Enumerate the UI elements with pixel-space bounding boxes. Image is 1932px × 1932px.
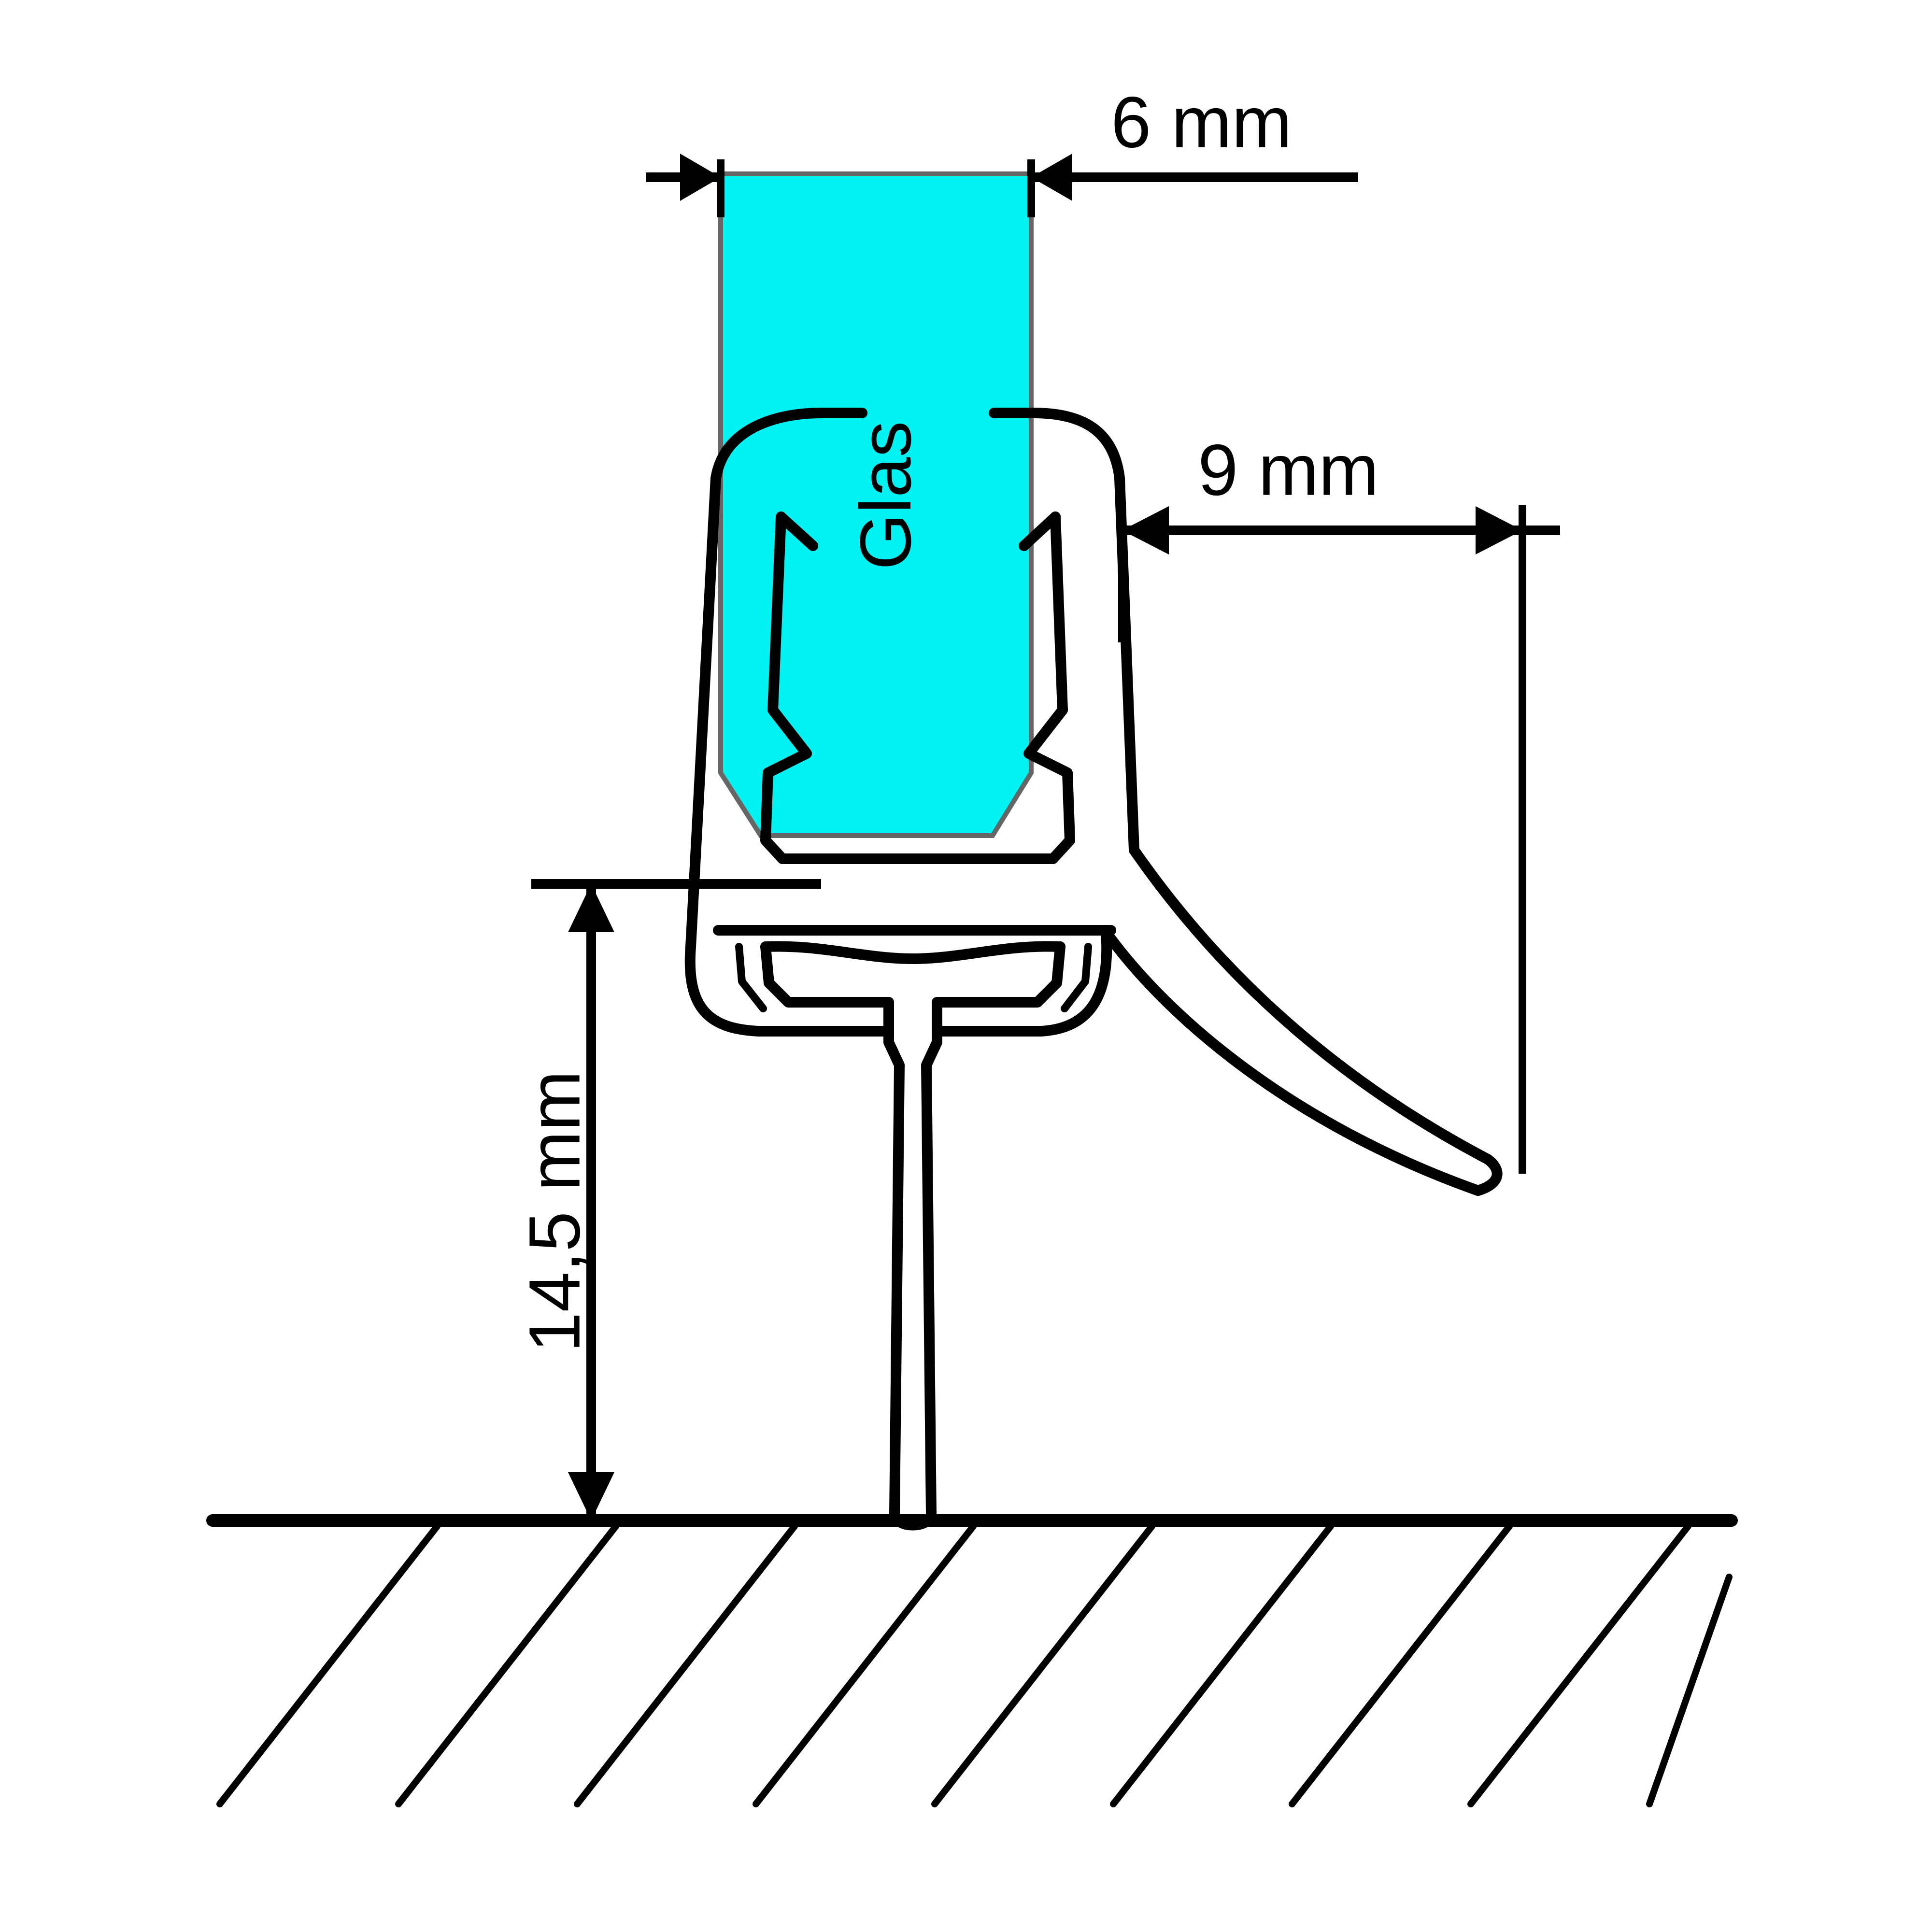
seal-lower-chamber-ceiling	[760, 941, 1065, 964]
seal-grip-inner-right-edge	[1019, 511, 1061, 551]
seal-chamber-slot-right	[1061, 943, 1092, 1012]
seal-grip-finger-right	[1023, 511, 1075, 864]
seal-center-fin-left-edge	[883, 997, 905, 1520]
seal-grip-finger-left	[760, 511, 812, 864]
floor-hatching	[216, 1523, 1733, 1807]
dimension-glass-thickness	[646, 154, 1358, 217]
dimension-label-6mm: 6 mm	[1111, 82, 1292, 163]
arrowhead-145mm-bottom	[568, 1472, 614, 1520]
dimension-label-145mm: 14,5 mm	[514, 1070, 595, 1352]
arrowhead-9mm-right	[1476, 506, 1522, 554]
seal-chamber-slot-left	[735, 943, 767, 1012]
dimension-lip-projection	[1118, 505, 1560, 1174]
wiper-lip-tip	[1473, 1154, 1503, 1196]
arrowhead-6mm-left	[680, 154, 721, 201]
arrowhead-6mm-right	[1031, 154, 1072, 201]
arrowhead-9mm-left	[1122, 506, 1169, 554]
floor	[206, 1514, 1738, 1807]
arrowhead-145mm-top	[568, 884, 614, 932]
seal-lower-chamber-right-wall	[932, 941, 1065, 1008]
wiper-lip-upper-edge	[1129, 845, 1493, 1165]
seal-profile	[684, 408, 1503, 1531]
wiper-lip-lower-edge	[1101, 927, 1483, 1196]
seal-grip-inner-left-edge	[776, 511, 818, 551]
seal-lower-chamber-left-wall	[760, 941, 894, 1008]
glass-label: Glas	[845, 421, 926, 570]
seal-center-fin-right-edge	[921, 997, 942, 1520]
dimension-label-9mm: 9 mm	[1198, 429, 1379, 511]
seal-outer-right-wall	[1028, 408, 1139, 855]
seal-outer-right-lower	[932, 927, 1112, 1037]
dimension-seal-height	[531, 879, 821, 1525]
seal-outer-left-wall	[684, 408, 894, 1037]
